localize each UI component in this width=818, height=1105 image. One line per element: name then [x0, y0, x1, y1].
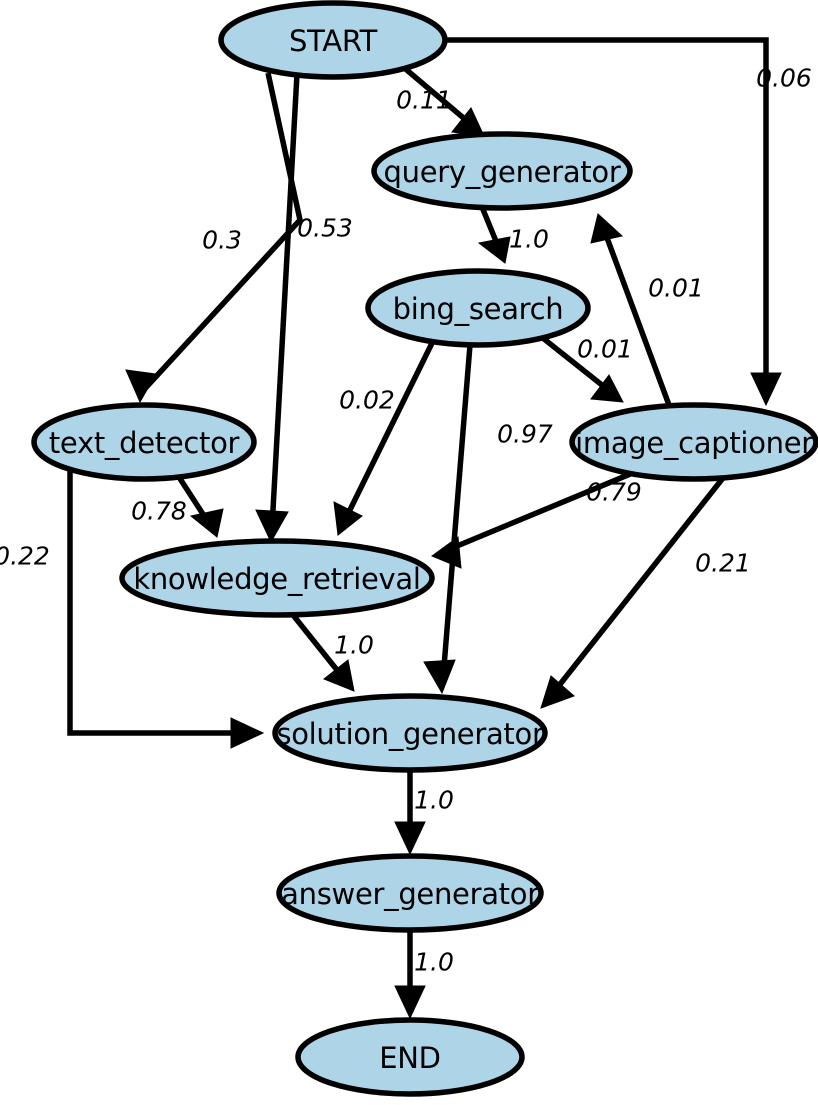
graph-node-answer_generator[interactable]: answer_generator	[276, 853, 544, 933]
node-label: knowledge_retrieval	[133, 562, 420, 596]
node-ellipse[interactable]	[295, 1017, 525, 1097]
graph-node-knowledge_retrieval[interactable]: knowledge_retrieval	[119, 538, 435, 618]
graph-node-START[interactable]: START	[218, 0, 448, 80]
edge-weight-label: 0.11	[396, 86, 452, 115]
edge-weight-label: 0.3	[202, 226, 242, 255]
arrowhead-icon	[750, 372, 782, 407]
graph-node-image_captioner[interactable]: image_captioner	[569, 402, 818, 482]
node-label: text_detector	[49, 426, 240, 460]
node-ellipse[interactable]	[119, 538, 435, 618]
graph-edge	[67, 470, 265, 749]
node-label: answer_generator	[281, 877, 539, 911]
graph-edge	[174, 472, 224, 538]
graph-edge	[423, 344, 473, 695]
nodes-layer: START query_generator bing_search image_cap…	[31, 0, 818, 1097]
graph-edge	[255, 73, 300, 544]
edge-line	[341, 337, 437, 524]
edges-layer	[67, 37, 782, 1020]
edge-line	[137, 72, 303, 396]
edge-weight-label: 0.21	[695, 549, 751, 578]
arrowhead-icon	[423, 659, 456, 695]
edge-line	[537, 332, 614, 396]
graph-edge	[290, 613, 355, 692]
graph-edge	[445, 37, 782, 407]
edge-weight-label: 0.53	[297, 214, 353, 243]
edge-weight-label: 0.06	[756, 64, 812, 93]
edge-weight-label: 1.0	[414, 948, 454, 977]
node-label: query_generator	[384, 155, 621, 189]
arrowhead-icon	[333, 501, 363, 536]
arrowhead-icon	[477, 236, 511, 264]
edge-weight-label: 0.01	[648, 274, 704, 303]
graph-edge	[477, 205, 511, 264]
graph-node-END[interactable]: END	[295, 1017, 525, 1097]
graph-edge	[430, 467, 642, 569]
arrowhead-icon	[189, 508, 224, 538]
edge-line	[443, 467, 642, 554]
arrowhead-icon	[394, 985, 426, 1020]
edge-line	[269, 73, 300, 529]
edge-weight-label: 1.0	[334, 631, 374, 660]
edge-weight-label: 0.22	[0, 542, 50, 571]
graph-edge	[333, 337, 437, 536]
node-label: image_captioner	[575, 426, 813, 460]
graph-edge	[125, 72, 303, 404]
node-ellipse[interactable]	[272, 693, 548, 773]
edge-labels-layer: 0.3 0.53 0.11 0.06 1.0 0.02 0.97 0.01 0.01 0.79 0.…	[0, 64, 812, 977]
edge-weight-label: 0.78	[131, 497, 187, 526]
edge-line	[445, 37, 769, 392]
graph-edge	[394, 930, 426, 1020]
node-ellipse[interactable]	[218, 0, 448, 80]
edge-weight-label: 0.97	[497, 420, 553, 449]
graph-edge	[540, 476, 726, 709]
edge-line	[400, 63, 475, 129]
arrowhead-icon	[590, 374, 624, 403]
arrowhead-icon	[255, 509, 289, 544]
edge-weight-label: 1.0	[509, 225, 549, 254]
arrowhead-icon	[430, 536, 462, 569]
node-ellipse[interactable]	[569, 402, 818, 482]
graph-node-query_generator[interactable]: query_generator	[371, 131, 633, 211]
edge-line	[547, 476, 726, 699]
graph-node-text_detector[interactable]: text_detector	[31, 402, 257, 482]
arrowhead-icon	[540, 675, 575, 709]
node-ellipse[interactable]	[371, 131, 633, 211]
arrowhead-icon	[125, 369, 157, 404]
node-label: bing_search	[393, 292, 564, 326]
graph-node-bing_search[interactable]: bing_search	[365, 268, 591, 348]
node-label: START	[289, 24, 378, 58]
graph-node-solution_generator[interactable]: solution_generator	[272, 693, 548, 773]
graph-edge	[590, 213, 672, 406]
edge-line	[440, 344, 473, 680]
edge-weight-label: 0.02	[339, 386, 395, 415]
arrowhead-icon	[230, 717, 265, 749]
edge-weight-label: 0.01	[577, 335, 633, 364]
edge-weight-label: 1.0	[414, 786, 454, 815]
node-ellipse[interactable]	[365, 268, 591, 348]
edge-line	[600, 226, 672, 406]
graph-edge	[394, 770, 426, 856]
node-label: solution_generator	[276, 717, 544, 751]
arrowhead-icon	[394, 821, 426, 856]
edge-weight-label: 0.79	[586, 478, 642, 507]
edge-line	[67, 470, 250, 736]
arrowhead-icon	[323, 659, 355, 692]
node-ellipse[interactable]	[276, 853, 544, 933]
node-ellipse[interactable]	[31, 402, 257, 482]
node-label: END	[379, 1041, 440, 1075]
graph-edge	[537, 332, 624, 403]
arrowhead-icon	[590, 213, 624, 244]
